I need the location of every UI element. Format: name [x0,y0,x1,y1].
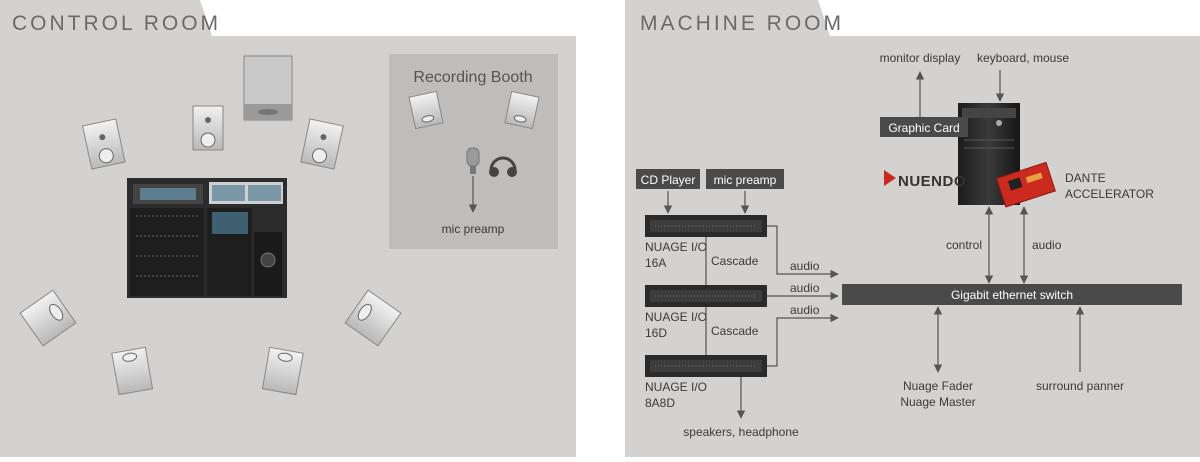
nuage-io-8a8d [645,355,767,377]
subwoofer [243,55,293,121]
audio-top-label: audio [1032,238,1062,252]
cascade-label-1: Cascade [711,254,759,268]
speaker-side-right [344,289,402,347]
recording-booth: Recording Booth mic preamp [389,54,558,249]
control-label: control [946,238,982,252]
io-16a-label-line2: 16A [645,256,666,270]
recording-booth-title: Recording Booth [413,69,532,86]
speaker-side-left [19,289,77,347]
audio-line-1 [767,225,839,279]
io-8a8d-label-line1: NUAGE I/O [645,380,707,394]
nuage-io-16d [645,285,767,307]
booth-mic-preamp-label: mic preamp [442,222,505,236]
nuage-io-16a [645,215,767,237]
speaker-rear-right [261,346,304,396]
audio-label-1: audio [790,259,820,273]
headphone-icon [489,156,517,177]
speakers-headphone-label: speakers, headphone [683,425,799,439]
microphone-icon [466,147,480,174]
audio-label-3: audio [790,303,820,317]
speaker-front-left [81,118,126,170]
graphic-card-box: Graphic Card [880,117,968,137]
io-16d-label-line2: 16D [645,326,667,340]
cd-player-label: CD Player [641,173,696,187]
mic-preamp-box: mic preamp [706,169,784,189]
speaker-rear-left [111,346,154,396]
mixing-console [127,178,287,298]
dante-accelerator-card [995,161,1056,208]
speaker-center [192,105,224,151]
nuendo-logo-text: NUENDO [898,173,966,190]
audio-label-2: audio [790,281,820,295]
audio-line-3 [767,313,839,367]
nuage-master-label: Nuage Master [900,395,975,409]
io-8a8d-label-line2: 8A8D [645,396,675,410]
dante-label-line1: DANTE [1065,171,1106,185]
nuendo-logo: NUENDO [884,170,966,190]
io-16a-label-line1: NUAGE I/O [645,240,707,254]
machine-room-panel: MACHINE ROOM [625,0,1200,457]
io-16d-label-line1: NUAGE I/O [645,310,707,324]
booth-speaker-right [504,90,540,130]
gigabit-switch: Gigabit ethernet switch [842,284,1182,305]
workstation-tower [958,103,1020,205]
control-room-title: CONTROL ROOM [12,12,221,35]
surround-panner-label: surround panner [1036,379,1124,393]
mic-preamp-label: mic preamp [714,173,777,187]
monitor-display-label: monitor display [880,51,961,65]
nuage-fader-label: Nuage Fader [903,379,973,393]
speaker-front-right [300,118,344,170]
keyboard-mouse-label: keyboard, mouse [977,51,1069,65]
graphic-card-label: Graphic Card [888,121,959,135]
cd-player-box: CD Player [636,169,700,189]
cascade-label-2: Cascade [711,324,759,338]
dante-label-line2: ACCELERATOR [1065,187,1154,201]
booth-speaker-left [408,90,444,130]
machine-room-title: MACHINE ROOM [640,12,844,35]
switch-label: Gigabit ethernet switch [951,288,1073,302]
